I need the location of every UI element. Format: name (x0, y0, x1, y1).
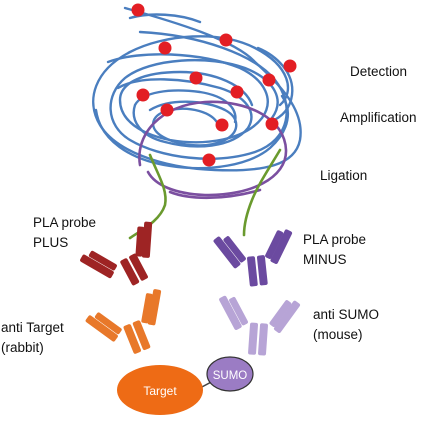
anti-sumo-antibody (219, 295, 301, 356)
rca-strand-loop (128, 13, 202, 24)
detection-dot (283, 59, 297, 73)
target-protein-label: Target (143, 384, 177, 398)
pla-minus-label-line2: MINUS (303, 252, 347, 267)
detection-probes (131, 3, 297, 167)
detection-dot (202, 153, 216, 167)
detection-label: Detection (350, 64, 408, 79)
rca-product-strands (92, 6, 302, 172)
pla-minus-oligo (242, 148, 282, 237)
pla-plus-label-line1: PLA probe (33, 215, 97, 230)
pla-minus-antibody (213, 229, 293, 287)
rca-strand-tail (256, 46, 294, 124)
pla-plus-label-line2: PLUS (33, 235, 69, 250)
detection-dot (131, 3, 145, 17)
detection-dot (158, 41, 172, 55)
pla-plus-antibody (80, 221, 153, 286)
detection-dot (230, 85, 244, 99)
amplification-label: Amplification (340, 110, 417, 125)
target-protein (117, 365, 203, 415)
detection-dot (219, 33, 233, 47)
anti-target-label: anti Target (rabbit) (1, 318, 64, 358)
sumo-protein-label: SUMO (213, 370, 248, 382)
detection-dot (189, 71, 203, 85)
anti-sumo-label: anti SUMO (mouse) (313, 305, 379, 345)
anti-sumo-label-line2: (mouse) (313, 327, 363, 342)
detection-dot (160, 103, 174, 117)
pla-minus-label-line1: PLA probe (303, 232, 367, 247)
anti-sumo-label-line1: anti SUMO (313, 307, 380, 322)
detection-dot (262, 73, 276, 87)
rca-strand-6 (94, 94, 289, 170)
rca-strand-3 (106, 53, 269, 144)
detection-dot (136, 88, 150, 102)
ligation-bridge (168, 188, 262, 200)
pla-plus-label: PLA probe PLUS (33, 213, 96, 253)
pla-minus-label: PLA probe MINUS (303, 230, 366, 270)
detection-dot (215, 118, 229, 132)
rca-strand-4 (116, 78, 253, 148)
anti-target-antibody (85, 289, 162, 354)
anti-target-label-line2: (rabbit) (1, 340, 44, 355)
detection-dot (265, 117, 279, 131)
sumo-protein (206, 356, 254, 392)
anti-target-label-line1: anti Target (1, 320, 64, 335)
ligation-label: Ligation (320, 168, 368, 183)
